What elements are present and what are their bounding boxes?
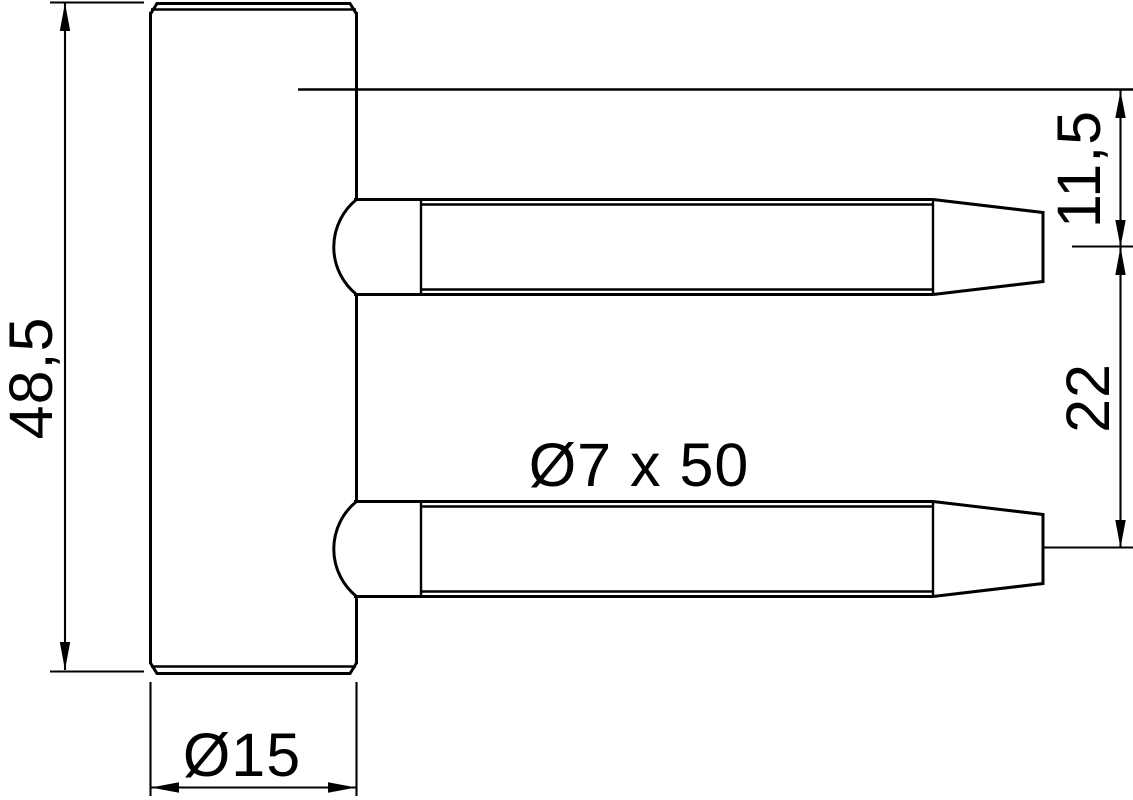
- offset-dimension-label: 11,5: [1045, 110, 1113, 228]
- diameter-arrow-left: [151, 782, 179, 793]
- lower-pin-thread-root-lines: [421, 505, 933, 593]
- dimension-offset-top: 11,5: [1045, 90, 1133, 248]
- spacing-arrow-down: [1115, 520, 1126, 548]
- lower-pin-tip-taper: [932, 500, 1045, 598]
- offset-arrow-up: [1115, 91, 1126, 118]
- upper-pin-thread-root-lines: [421, 203, 933, 291]
- spacing-arrow-up: [1115, 247, 1126, 275]
- lower-pin: [332, 500, 1045, 598]
- body-bottom-edge: [149, 662, 358, 675]
- upper-pin-tip-taper: [932, 198, 1045, 296]
- upper-pin: [332, 198, 1045, 296]
- lower-pin-dome: [332, 500, 358, 598]
- upper-pin-dome: [332, 198, 358, 296]
- dimension-pin-spacing: 22: [1043, 247, 1133, 549]
- dimension-body-height: 48,5: [0, 1, 144, 673]
- spacing-dimension-label: 22: [1054, 363, 1122, 433]
- dimension-body-diameter: Ø15: [149, 682, 358, 796]
- diameter-arrow-right: [328, 782, 356, 793]
- hinge-body: [149, 2, 358, 675]
- offset-arrow-down: [1115, 220, 1126, 247]
- height-arrow-down: [59, 642, 71, 670]
- height-arrow-up: [59, 3, 71, 31]
- height-dimension-label: 48,5: [0, 317, 65, 440]
- diameter-dimension-label: Ø15: [183, 721, 301, 789]
- pin-spec-label: Ø7 x 50: [529, 431, 750, 499]
